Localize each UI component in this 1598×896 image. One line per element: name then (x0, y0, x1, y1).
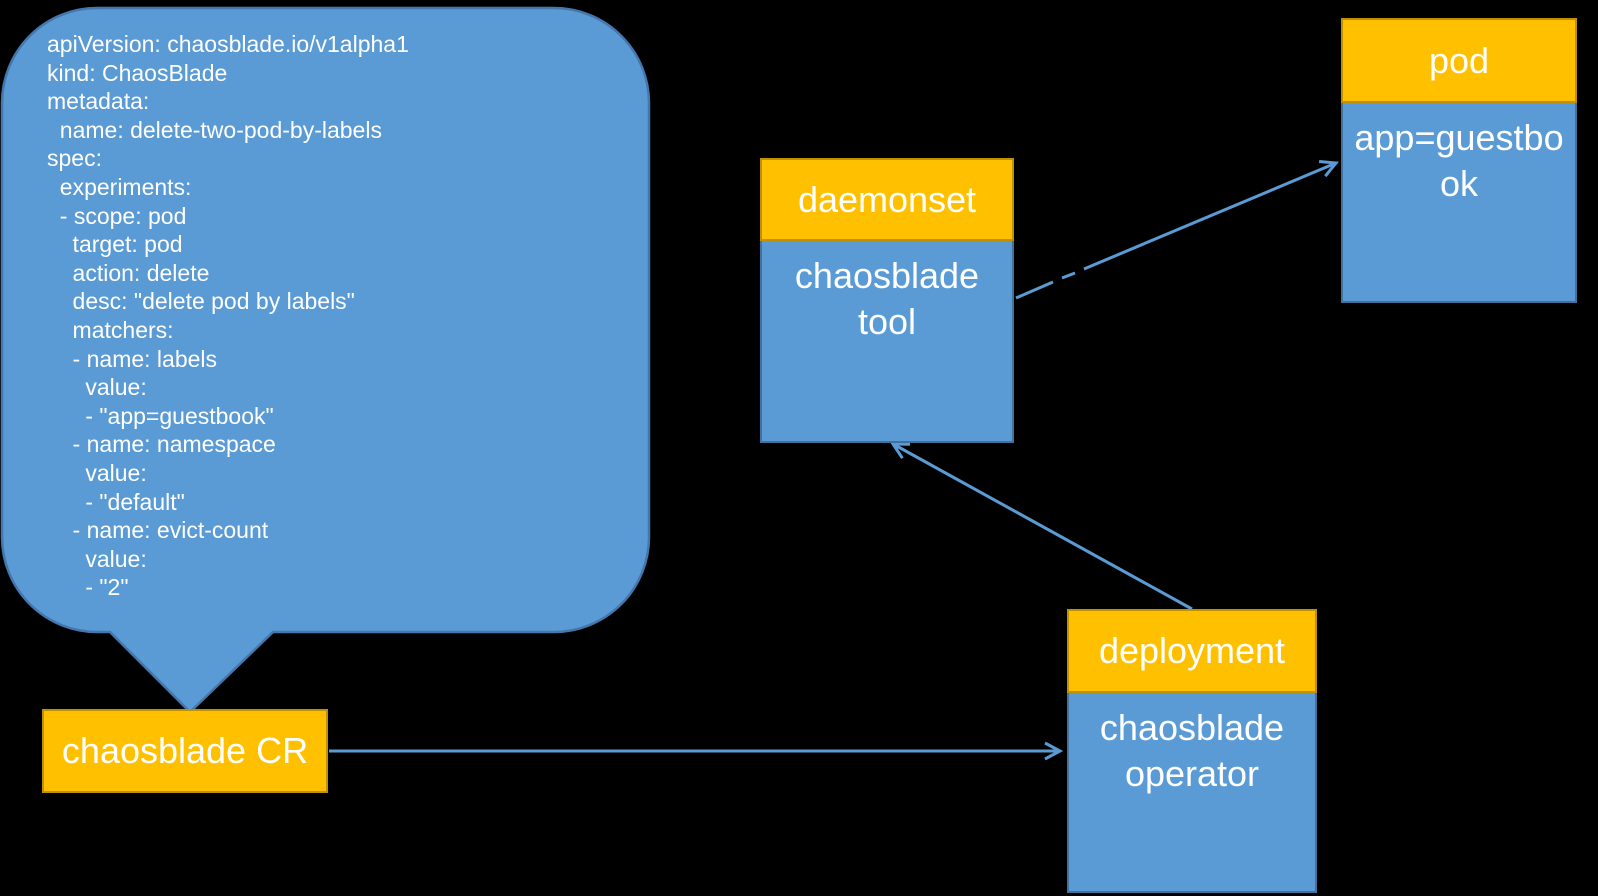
arrow-tool-to-pod-line-start (1015, 280, 1054, 300)
arrow-tool-to-pod-head (1318, 160, 1339, 178)
node-daemonset: daemonset chaosblade tool (760, 158, 1014, 443)
arrow-cr-to-operator (329, 741, 1064, 761)
pod-body-label: app=guestbook (1341, 103, 1577, 303)
arrow-tool-to-pod-line (1083, 161, 1337, 271)
node-chaosblade-cr: chaosblade CR (42, 709, 328, 793)
pod-header-label: pod (1341, 18, 1577, 103)
node-pod: pod app=guestbook (1341, 18, 1577, 303)
deployment-header-label: deployment (1067, 609, 1317, 693)
arrow-cr-to-operator-head (1044, 741, 1064, 761)
chaosblade-cr-yaml-text: apiVersion: chaosblade.io/v1alpha1 kind:… (47, 31, 409, 601)
daemonset-header-label: daemonset (760, 158, 1014, 241)
arrow-tool-to-pod-dash (1061, 271, 1076, 280)
yaml-callout-bubble (0, 6, 651, 714)
arrow-operator-to-tool-line (892, 442, 1193, 611)
node-deployment: deployment chaosblade operator (1067, 609, 1317, 893)
arrow-operator-to-tool (890, 442, 1193, 611)
daemonset-body-label: chaosblade tool (760, 241, 1014, 443)
arrow-operator-to-tool-head (890, 442, 911, 460)
deployment-body-label: chaosblade operator (1067, 693, 1317, 893)
arrow-tool-to-pod (1015, 160, 1339, 300)
